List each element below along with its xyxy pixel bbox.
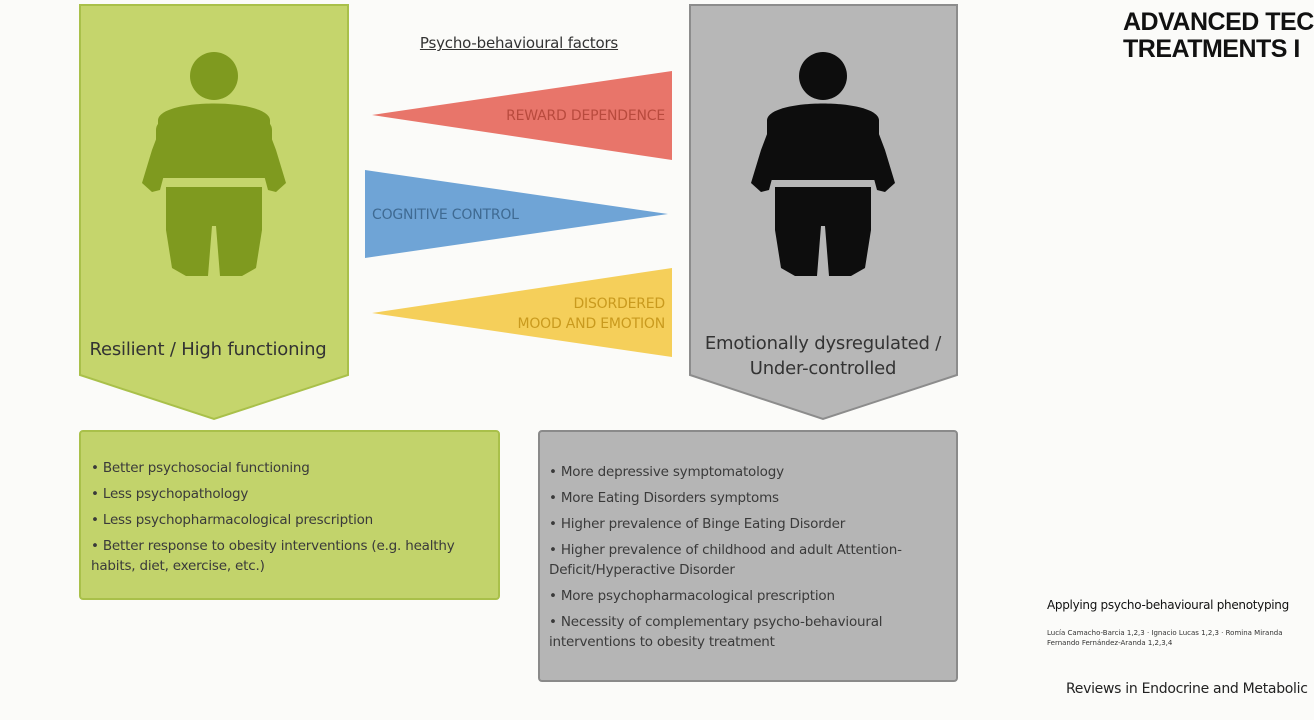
dysregulated-label-line-2: Under-controlled <box>749 358 897 379</box>
dysregulated-label-line-1: Emotionally dysregulated / <box>704 333 942 354</box>
cognitive-control-label-line: COGNITIVE CONTROL <box>372 207 519 223</box>
list-item: Higher prevalence of childhood and adult… <box>549 540 944 580</box>
reference-journal: Reviews in Endocrine and Metabolic <box>1066 681 1308 697</box>
reference-authors: Lucía Camacho-Barcia 1,2,3 · Ignacio Luc… <box>1047 628 1283 648</box>
mood-emotion-label-line-2: MOOD AND EMOTION <box>517 316 665 332</box>
corner-title-line2: TREATMENTS I <box>1123 35 1300 63</box>
dysregulated-traits-box: More depressive symptomatology More Eati… <box>538 430 958 682</box>
dysregulated-person-icon <box>751 52 895 276</box>
dysregulated-label: Emotionally dysregulated / Under-control… <box>690 331 956 381</box>
list-item: Better response to obesity interventions… <box>91 536 486 576</box>
corner-title: ADVANCED TEC TREATMENTS I <box>1123 9 1314 63</box>
list-item: More depressive symptomatology <box>549 462 944 482</box>
reward-dependence-label: REWARD DEPENDENCE <box>470 106 665 126</box>
reward-dependence-label-line: REWARD DEPENDENCE <box>506 108 665 124</box>
list-item: Better psychosocial functioning <box>91 458 486 478</box>
corner-title-line1: ADVANCED TEC <box>1123 8 1314 36</box>
list-item: Necessity of complementary psycho-behavi… <box>549 612 944 652</box>
mood-emotion-triangle <box>372 268 672 357</box>
list-item: More Eating Disorders symptoms <box>549 488 944 508</box>
resilient-label: Resilient / High functioning <box>89 339 327 360</box>
diagram-canvas <box>79 4 958 421</box>
factors-title: Psycho-behavioural factors <box>419 34 619 52</box>
list-item: More psychopharmacological prescription <box>549 586 944 606</box>
reference-authors-line-1: Lucía Camacho-Barcia 1,2,3 · Ignacio Luc… <box>1047 629 1283 637</box>
resilient-traits-box: Better psychosocial functioning Less psy… <box>79 430 500 600</box>
cognitive-control-label: COGNITIVE CONTROL <box>372 205 572 225</box>
mood-emotion-label-line-1: DISORDERED <box>573 296 665 312</box>
reward-dependence-triangle <box>372 71 672 160</box>
reference-authors-line-2: Fernando Fernández-Aranda 1,2,3,4 <box>1047 639 1173 647</box>
list-item: Higher prevalence of Binge Eating Disord… <box>549 514 944 534</box>
cognitive-control-triangle <box>365 170 668 258</box>
list-item: Less psychopathology <box>91 484 486 504</box>
resilient-person-icon <box>142 52 286 276</box>
mood-emotion-label: DISORDERED MOOD AND EMOTION <box>470 294 665 334</box>
reference-title: Applying psycho-behavioural phenotyping <box>1047 598 1289 612</box>
list-item: Less psychopharmacological prescription <box>91 510 486 530</box>
